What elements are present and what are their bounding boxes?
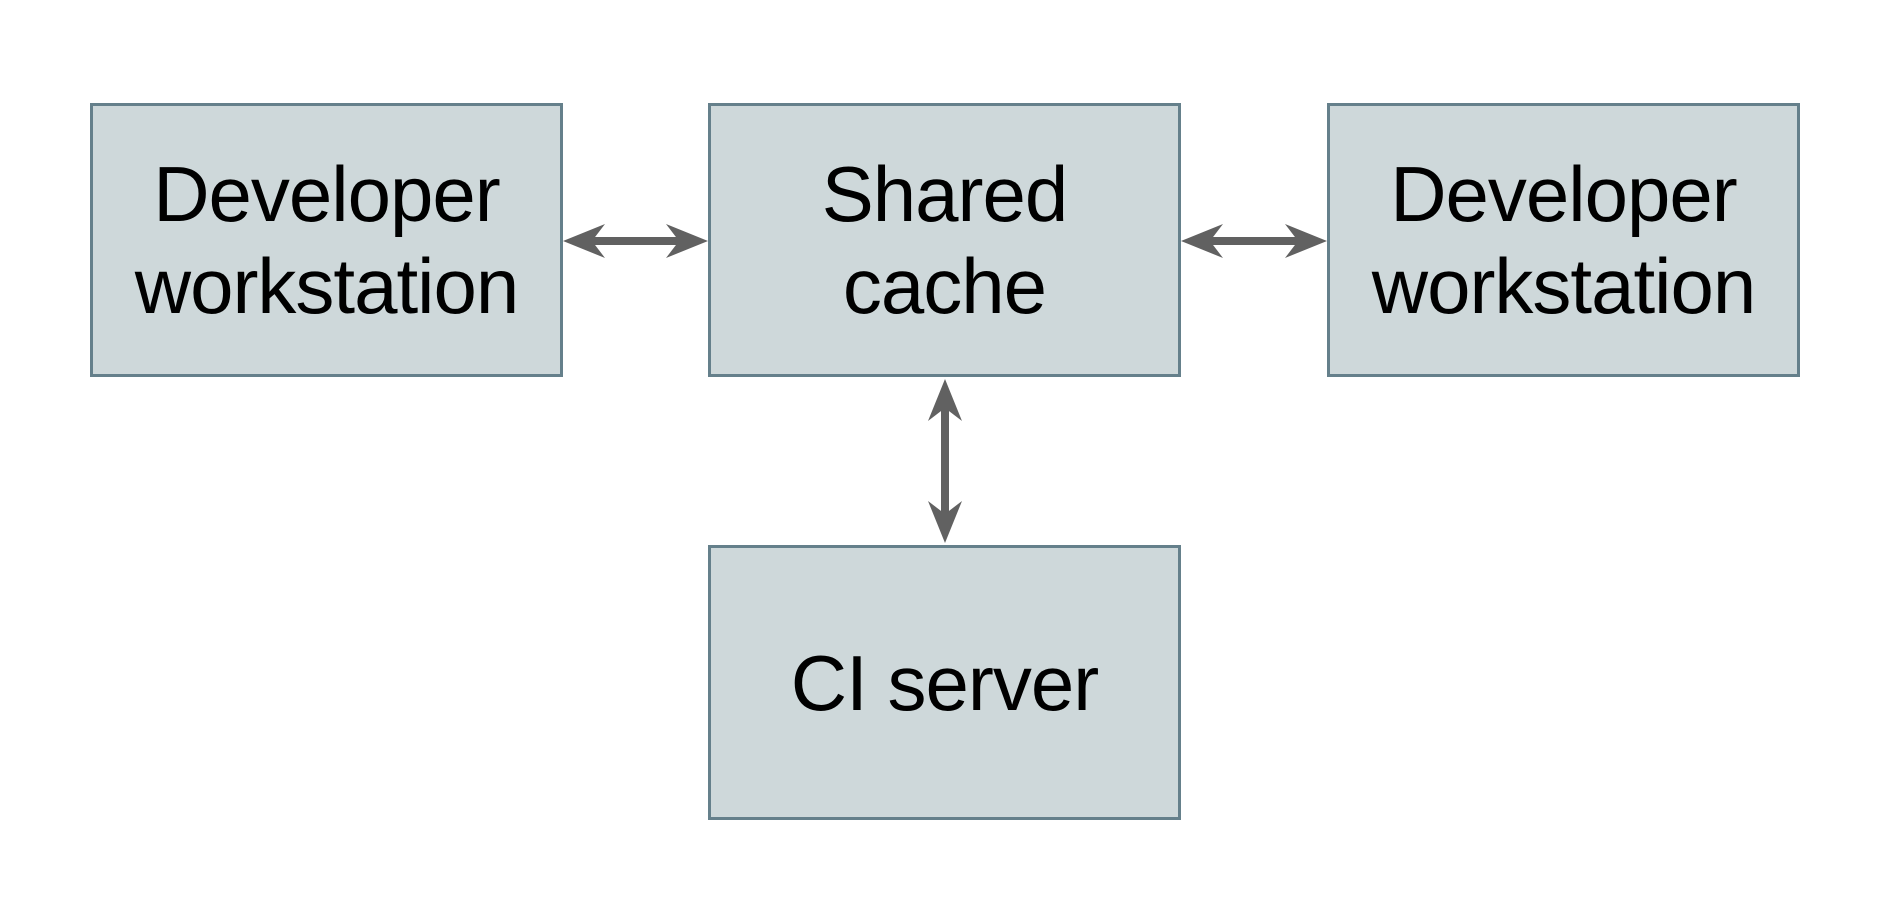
node-ci-server: CI server [708, 545, 1181, 820]
bidirectional-arrow-cache-ci [925, 379, 965, 543]
node-label-line: cache [842, 242, 1047, 330]
bidirectional-arrow-cache-right [1181, 221, 1327, 261]
node-label-line: Developer [153, 150, 501, 238]
double-arrow-icon [928, 379, 962, 543]
bidirectional-arrow-left-cache [563, 221, 708, 261]
node-label-line: CI server [790, 638, 1099, 727]
node-shared-cache: Shared cache [708, 103, 1181, 377]
node-label-line: workstation [134, 242, 519, 330]
double-arrow-icon [563, 224, 708, 258]
node-label-line: workstation [1371, 242, 1756, 330]
node-label-line: Developer [1390, 150, 1738, 238]
double-arrow-icon [1181, 224, 1327, 258]
node-label-line: Shared [821, 150, 1069, 238]
node-developer-workstation-right: Developer workstation [1327, 103, 1800, 377]
node-developer-workstation-left: Developer workstation [90, 103, 563, 377]
